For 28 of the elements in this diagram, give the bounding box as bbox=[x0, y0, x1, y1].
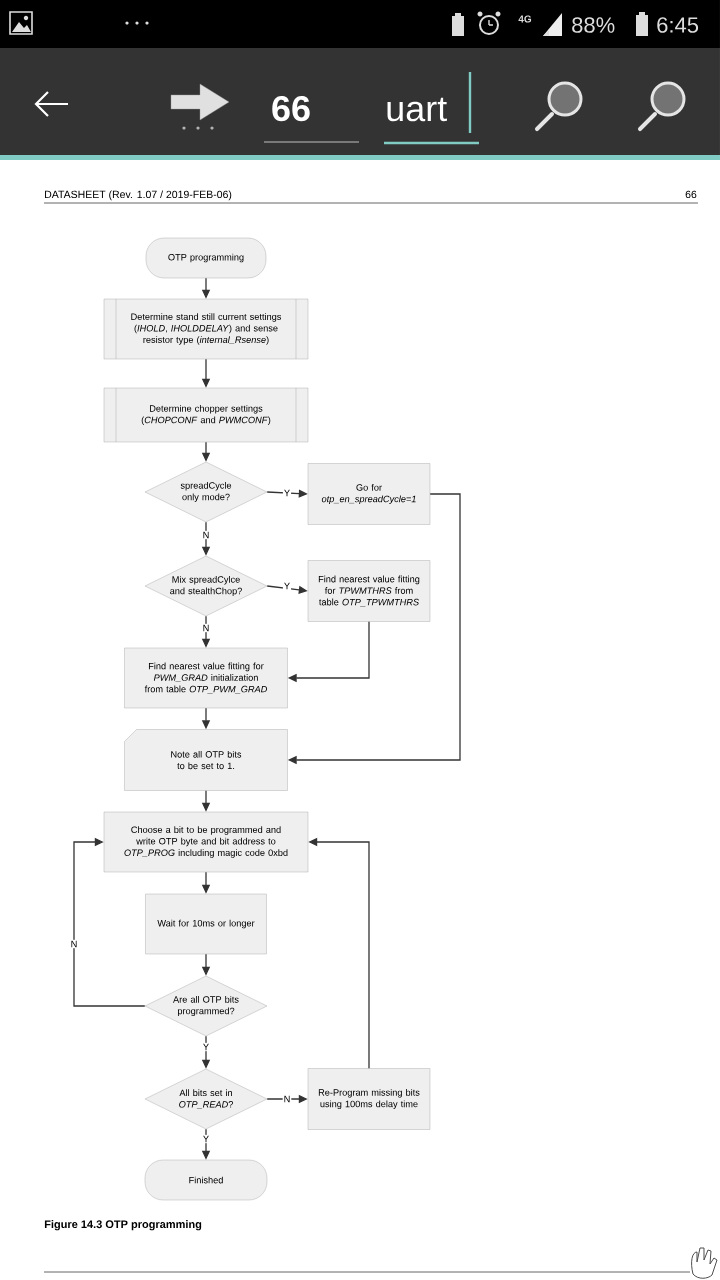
edge-label: N bbox=[203, 531, 209, 539]
edge-label: N bbox=[71, 940, 77, 948]
clock-time: 6:45 bbox=[657, 17, 699, 33]
note-card: Note all OTP bits to be set to 1. bbox=[124, 729, 288, 791]
process-box: Go for otp_en_spreadCycle=1 bbox=[307, 463, 431, 525]
edge-label: N bbox=[203, 624, 209, 632]
arrow bbox=[73, 837, 146, 1007]
terminal-box: OTP programming bbox=[145, 237, 267, 279]
search-field: uart bbox=[384, 72, 479, 145]
figure-caption: Figure 14.3 OTP programming bbox=[44, 1220, 202, 1231]
header-text: DATASHEET (Rev. 1.07 / 2019-FEB-06) bbox=[45, 190, 232, 201]
process-box: Choose a bit to be programmed and write OTP byte and bit address to OTP_PROG including magic code 0xbd bbox=[103, 811, 309, 873]
edge-label: Y bbox=[284, 582, 290, 590]
network-label: 4G bbox=[518, 15, 532, 23]
process-box: Find nearest value fitting for TPWMTHRS from table OTP_TPWMTHRS bbox=[307, 560, 431, 622]
terminal-box: Finished bbox=[144, 1159, 268, 1201]
page-number: 66 bbox=[685, 190, 697, 199]
edge-label: Y bbox=[203, 1043, 209, 1051]
battery-level: 88% bbox=[572, 17, 615, 33]
process-box: Re-Program missing bits using 100ms delay time bbox=[307, 1068, 431, 1130]
process-box: Find nearest value fitting for PWM_GRAD initialization from table OTP_PWM_GRAD bbox=[124, 647, 288, 709]
edge-label: N bbox=[284, 1095, 290, 1103]
edge-label: Y bbox=[284, 489, 290, 497]
predefined-process-box: Determine stand still current settings (IHOLD, IHOLDDELAY) and sense resistor type (internal_Rsense) bbox=[103, 298, 309, 360]
predefined-process-box: Determine chopper settings (CHOPCONF and PWMCONF) bbox=[103, 387, 309, 443]
page-field: 66 bbox=[263, 95, 360, 143]
process-box: Wait for 10ms or longer bbox=[145, 893, 267, 955]
edge-label: Y bbox=[203, 1135, 209, 1143]
